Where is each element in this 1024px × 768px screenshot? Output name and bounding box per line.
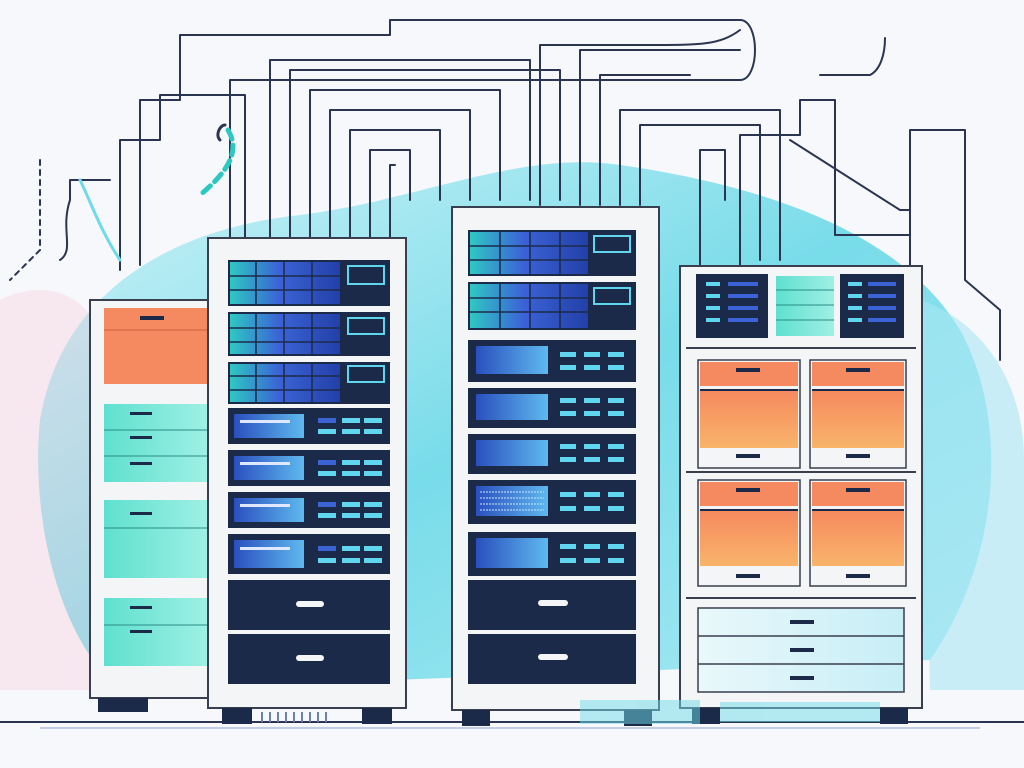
switch-panel bbox=[696, 274, 904, 338]
file-drawer bbox=[809, 479, 907, 587]
drawer-unit bbox=[228, 580, 390, 630]
server-unit bbox=[468, 230, 636, 276]
server-blade bbox=[468, 340, 636, 382]
server-blade bbox=[468, 532, 636, 576]
server-blade bbox=[228, 450, 390, 486]
accent-cables bbox=[9, 127, 236, 281]
server-blade bbox=[228, 492, 390, 528]
server-unit bbox=[228, 260, 390, 306]
file-drawer bbox=[697, 359, 801, 469]
server-blade bbox=[468, 434, 636, 474]
server-blade bbox=[228, 408, 390, 444]
file-drawer bbox=[809, 359, 907, 469]
flat-drawer-stack bbox=[697, 607, 905, 693]
server-blade bbox=[468, 480, 636, 524]
floor-reflection bbox=[580, 700, 880, 724]
floor-line bbox=[0, 721, 1024, 729]
server-blade bbox=[468, 388, 636, 428]
server-blade bbox=[228, 534, 390, 574]
server-unit bbox=[228, 312, 390, 356]
drawer-unit bbox=[468, 634, 636, 684]
drawer-unit bbox=[468, 580, 636, 630]
server-rack-center bbox=[451, 206, 660, 726]
server-unit bbox=[228, 362, 390, 404]
server-rack-left bbox=[207, 237, 407, 724]
cable-bundle-icon bbox=[59, 19, 1001, 361]
storage-cabinet-far-left bbox=[89, 299, 216, 712]
server-unit bbox=[468, 282, 636, 330]
drawer-unit bbox=[228, 634, 390, 684]
storage-cabinet-right bbox=[679, 265, 923, 724]
file-drawer bbox=[697, 479, 801, 587]
